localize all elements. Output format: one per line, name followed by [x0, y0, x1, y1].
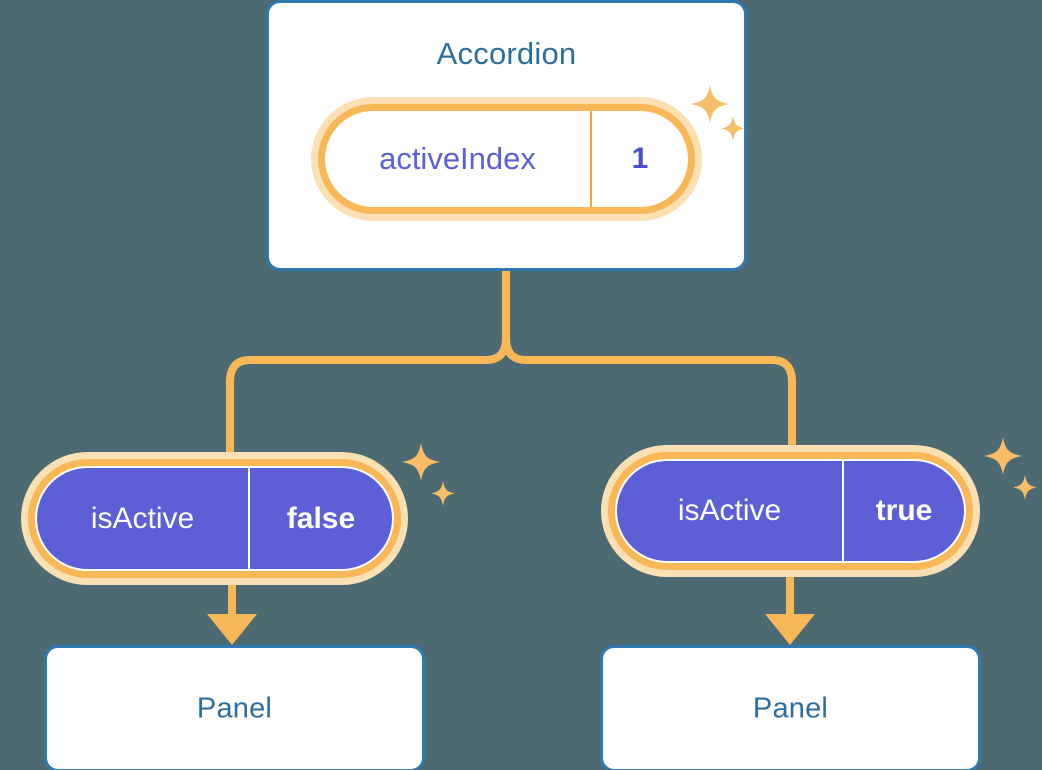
panel-title: Panel — [752, 692, 829, 724]
state-pill-is-active-left[interactable]: isActive false — [21, 452, 408, 585]
state-key-label: isActive — [677, 494, 782, 527]
pill-ring: activeIndex 1 — [318, 104, 695, 214]
panel-card-right[interactable]: Panel — [600, 645, 981, 770]
panel-card-left[interactable]: Panel — [44, 645, 425, 770]
branch-connector — [226, 267, 510, 456]
state-value-label: true — [842, 461, 964, 561]
state-value-label: false — [248, 468, 392, 569]
pill-surface: isActive true — [615, 459, 966, 563]
sparkle-icon-right-pill — [984, 437, 1037, 500]
state-pill-active-index[interactable]: activeIndex 1 — [311, 97, 702, 221]
arrow-down-icon-left — [207, 580, 257, 645]
branch-connector-right — [502, 334, 796, 450]
arrow-down-icon-right — [765, 575, 815, 645]
sparkle-icon-left-pill — [402, 443, 455, 506]
state-key-label: activeIndex — [379, 141, 536, 176]
pill-surface: activeIndex 1 — [325, 111, 688, 207]
pill-surface: isActive false — [35, 466, 394, 571]
panel-title: Panel — [196, 692, 273, 724]
accordion-title: Accordion — [436, 36, 577, 71]
state-value-label: 1 — [590, 111, 688, 207]
pill-ring: isActive true — [608, 452, 973, 570]
state-key-label: isActive — [90, 501, 195, 535]
pill-ring: isActive false — [28, 459, 401, 578]
state-pill-is-active-right[interactable]: isActive true — [601, 445, 980, 577]
